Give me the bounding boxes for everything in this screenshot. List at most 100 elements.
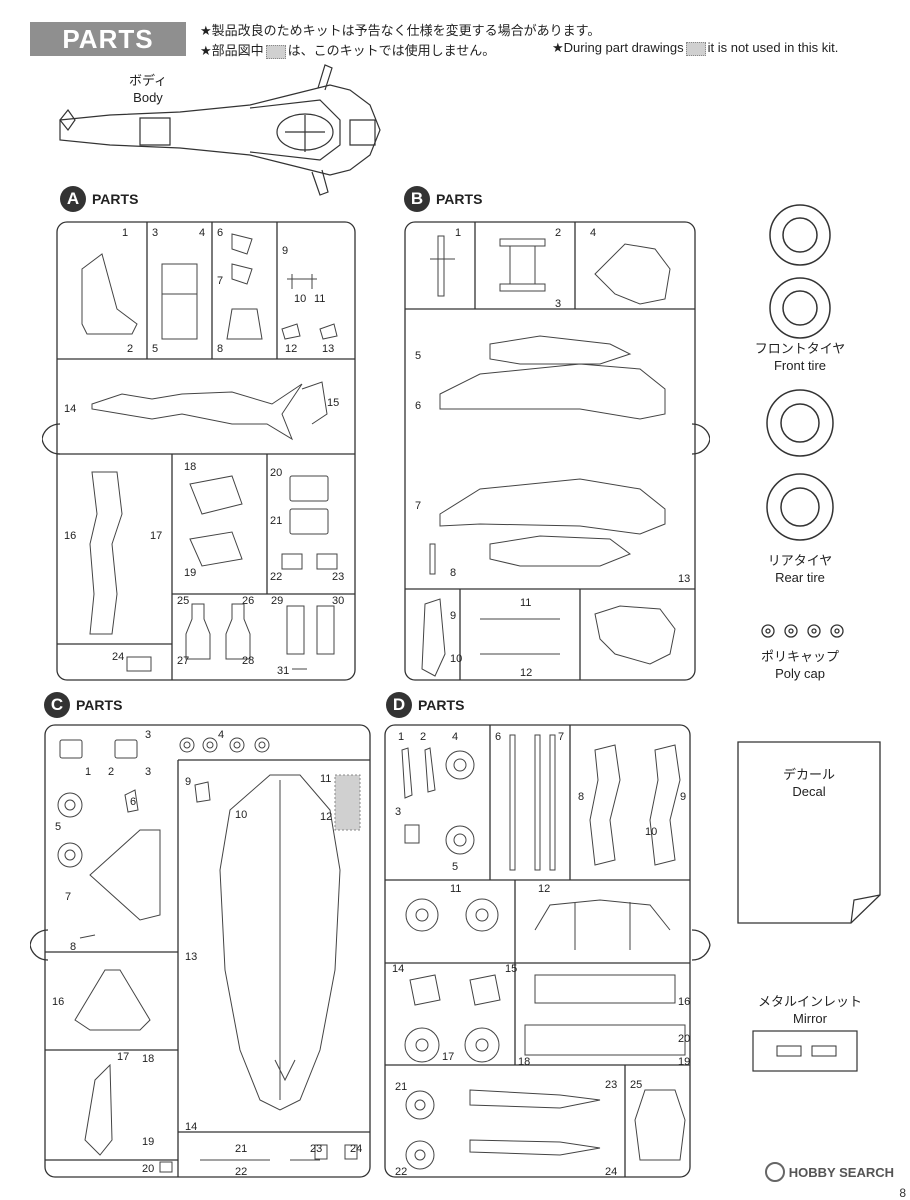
svg-text:3: 3 bbox=[152, 227, 158, 239]
body-label-jp: ボディ bbox=[128, 73, 168, 88]
svg-text:10: 10 bbox=[235, 809, 247, 821]
section-d-badge: D bbox=[386, 692, 412, 718]
svg-text:11: 11 bbox=[320, 773, 331, 785]
svg-text:24: 24 bbox=[350, 1143, 362, 1155]
svg-text:6: 6 bbox=[217, 227, 223, 239]
svg-text:12: 12 bbox=[538, 883, 550, 895]
svg-text:30: 30 bbox=[332, 595, 344, 607]
mirror-label: メタルインレット Mirror bbox=[745, 993, 875, 1027]
svg-text:5: 5 bbox=[55, 821, 61, 833]
svg-text:27: 27 bbox=[177, 655, 189, 667]
svg-text:24: 24 bbox=[605, 1166, 617, 1178]
svg-text:7: 7 bbox=[217, 275, 223, 287]
rear-tire-label-jp: リアタイヤ bbox=[767, 553, 833, 568]
body-label: ボディ Body bbox=[118, 72, 178, 106]
svg-text:10: 10 bbox=[645, 826, 657, 838]
svg-text:18: 18 bbox=[184, 461, 196, 473]
svg-text:10: 10 bbox=[294, 293, 306, 305]
svg-text:7: 7 bbox=[415, 500, 421, 512]
section-a-heading: A PARTS bbox=[60, 186, 138, 212]
svg-text:13: 13 bbox=[185, 951, 197, 963]
note-jp-line2: ★部品図中 は、このキットでは使用しません。 bbox=[200, 40, 495, 59]
svg-text:4: 4 bbox=[452, 731, 458, 743]
poly-cap-label-en: Poly cap bbox=[775, 666, 825, 681]
svg-text:23: 23 bbox=[332, 571, 344, 583]
section-c-heading: C PARTS bbox=[44, 692, 122, 718]
svg-text:22: 22 bbox=[235, 1166, 247, 1178]
svg-text:11: 11 bbox=[520, 597, 531, 609]
svg-text:2: 2 bbox=[127, 343, 133, 355]
svg-text:12: 12 bbox=[320, 811, 332, 823]
svg-text:15: 15 bbox=[327, 397, 339, 409]
mirror-label-jp: メタルインレット bbox=[757, 994, 862, 1009]
note-jp-line2-b: は、このキットでは使用しません。 bbox=[287, 43, 496, 58]
svg-text:4: 4 bbox=[590, 227, 596, 239]
svg-text:7: 7 bbox=[65, 891, 71, 903]
svg-text:1: 1 bbox=[455, 227, 461, 239]
svg-text:11: 11 bbox=[314, 293, 325, 305]
svg-text:8: 8 bbox=[450, 567, 456, 579]
svg-text:5: 5 bbox=[152, 343, 158, 355]
front-tire-label-en: Front tire bbox=[773, 358, 826, 373]
svg-text:22: 22 bbox=[395, 1166, 407, 1178]
svg-text:3: 3 bbox=[145, 766, 151, 778]
mirror-plate bbox=[752, 1030, 858, 1072]
svg-text:31: 31 bbox=[277, 665, 289, 677]
body-label-en: Body bbox=[133, 90, 163, 105]
note-jp-line2-a: ★部品図中 bbox=[200, 43, 264, 58]
svg-text:20: 20 bbox=[270, 467, 282, 479]
svg-text:13: 13 bbox=[678, 573, 690, 585]
section-a-title: PARTS bbox=[92, 191, 139, 207]
svg-text:21: 21 bbox=[395, 1081, 407, 1093]
section-b-badge: B bbox=[404, 186, 430, 212]
poly-caps-drawing bbox=[761, 624, 844, 638]
front-tire-label: フロントタイヤ Front tire bbox=[745, 340, 855, 374]
poly-cap-label-jp: ポリキャップ bbox=[760, 649, 839, 664]
svg-text:21: 21 bbox=[235, 1143, 247, 1155]
svg-text:9: 9 bbox=[282, 245, 288, 257]
decal-label: デカール Decal bbox=[736, 766, 882, 800]
section-a-badge: A bbox=[60, 186, 86, 212]
mirror-label-en: Mirror bbox=[793, 1011, 827, 1026]
svg-text:11: 11 bbox=[450, 883, 461, 895]
svg-text:17: 17 bbox=[442, 1051, 454, 1063]
svg-text:2: 2 bbox=[555, 227, 561, 239]
watermark: HOBBY SEARCH bbox=[764, 1162, 894, 1182]
svg-text:28: 28 bbox=[242, 655, 254, 667]
svg-text:12: 12 bbox=[520, 667, 532, 679]
svg-text:25: 25 bbox=[177, 595, 189, 607]
svg-text:6: 6 bbox=[415, 400, 421, 412]
svg-text:6: 6 bbox=[495, 731, 501, 743]
svg-text:23: 23 bbox=[310, 1143, 322, 1155]
svg-text:6: 6 bbox=[130, 796, 136, 808]
svg-text:3: 3 bbox=[145, 729, 151, 741]
svg-text:17: 17 bbox=[117, 1051, 129, 1063]
svg-text:1: 1 bbox=[122, 227, 128, 239]
section-c-title: PARTS bbox=[76, 697, 123, 713]
svg-text:19: 19 bbox=[142, 1136, 154, 1148]
svg-text:5: 5 bbox=[415, 350, 421, 362]
svg-text:9: 9 bbox=[680, 791, 686, 803]
svg-text:8: 8 bbox=[217, 343, 223, 355]
section-d-heading: D PARTS bbox=[386, 692, 464, 718]
parts-banner: PARTS bbox=[30, 22, 186, 56]
svg-text:15: 15 bbox=[505, 963, 517, 975]
svg-text:18: 18 bbox=[518, 1056, 530, 1068]
svg-text:23: 23 bbox=[605, 1079, 617, 1091]
section-d-title: PARTS bbox=[418, 697, 465, 713]
svg-text:12: 12 bbox=[285, 343, 297, 355]
decal-sheet bbox=[737, 741, 881, 924]
svg-text:4: 4 bbox=[218, 729, 224, 741]
svg-text:8: 8 bbox=[70, 941, 76, 953]
note-en-a: ★During part drawings bbox=[552, 40, 684, 55]
svg-text:24: 24 bbox=[112, 651, 124, 663]
svg-text:1: 1 bbox=[398, 731, 404, 743]
svg-text:16: 16 bbox=[52, 996, 64, 1008]
svg-text:19: 19 bbox=[184, 567, 196, 579]
svg-text:21: 21 bbox=[270, 515, 282, 527]
svg-text:7: 7 bbox=[558, 731, 564, 743]
decal-label-en: Decal bbox=[792, 784, 826, 799]
svg-text:4: 4 bbox=[199, 227, 205, 239]
